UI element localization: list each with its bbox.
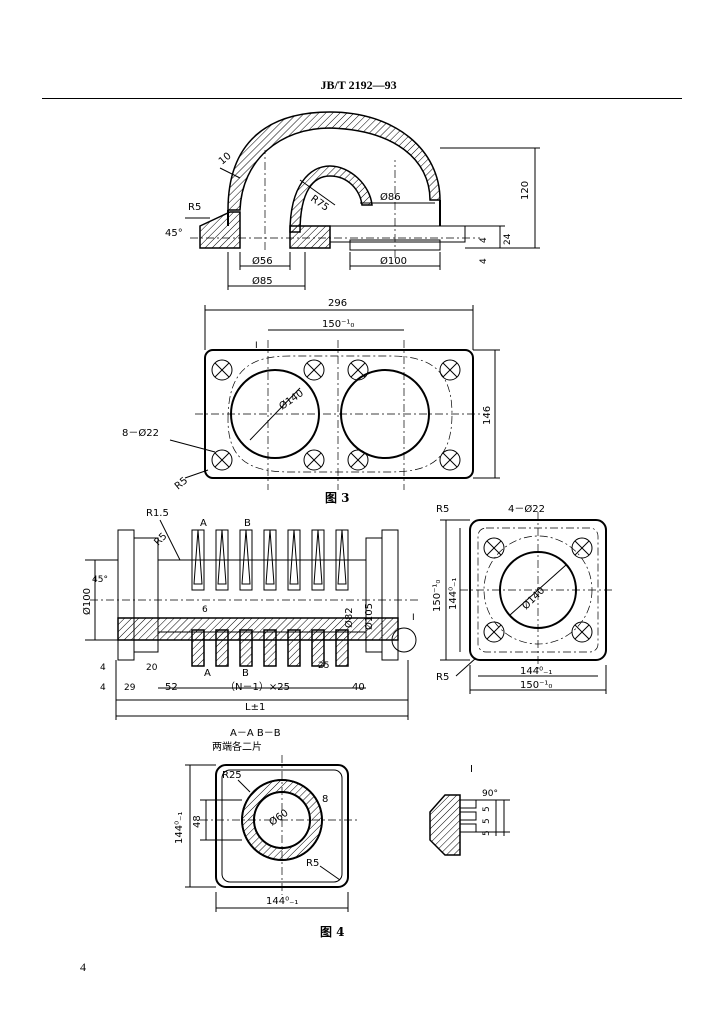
- fig4-section-h48-label: 48: [192, 815, 203, 828]
- fig4-section-w144-label: 144⁰₋₁: [266, 896, 298, 907]
- fig4-pitch-label: （N－1）×25: [225, 681, 290, 693]
- fig3-d85-label: Ø85: [252, 275, 273, 287]
- fig4-detail-mark: I: [412, 613, 415, 623]
- fig3-d86-label: Ø86: [380, 191, 401, 203]
- fig3-r75-label: R75: [308, 193, 330, 213]
- fig3-h24-label: 24: [503, 233, 513, 245]
- fig4-section-title: A－A B－B: [230, 728, 281, 739]
- fig4-d20-label: 20: [146, 663, 158, 673]
- fig4-d40-label: 40: [352, 682, 365, 693]
- fig4-d25-label: 25: [318, 661, 329, 671]
- fig3-wall-thickness: 10: [217, 151, 234, 168]
- fig4-side-view: [85, 519, 420, 720]
- fig4-detail-d5c-label: 5: [482, 830, 492, 836]
- fig3-elbow-section: [185, 111, 540, 290]
- fig4-section-subtitle: 两端各二片: [212, 740, 262, 753]
- fig4-section-b-top: B: [244, 518, 251, 529]
- fig4-section-view: [185, 755, 360, 912]
- fig4-length-label: L±1: [245, 702, 265, 713]
- fig4-angle-label: 45°: [92, 575, 108, 585]
- fig3-d100-label: Ø100: [380, 255, 407, 267]
- fig3-detail-mark: I: [255, 341, 258, 351]
- fig3-h4a-label: 4: [479, 237, 489, 243]
- fig3-plan-view: [169, 305, 500, 490]
- fig4-d6-label: 6: [202, 605, 208, 615]
- fig4-section-a-bottom: A: [204, 668, 211, 679]
- fig4-end-w150-label: 150⁻¹₀: [520, 680, 552, 691]
- fig4-section-h144-label: 144⁰₋₁: [174, 812, 185, 844]
- fig3-r5-label: R5: [188, 202, 201, 213]
- fig4-caption: 图 4: [320, 925, 345, 939]
- fig4-section-a-top: A: [200, 518, 207, 529]
- fig4-d82-label: Ø82: [343, 607, 355, 628]
- fig4-end-view: [440, 512, 615, 694]
- fig4-d4a-label: 4: [100, 663, 106, 673]
- fig4-end-d140-label: Ø140: [520, 585, 548, 613]
- fig4-detail-d5a-label: 5: [482, 806, 492, 812]
- fig4-detail-d5b-label: 5: [482, 818, 492, 824]
- fig4-section-t8-label: 8: [322, 794, 328, 805]
- fig4-section-d60-label: Ø60: [267, 807, 291, 829]
- fig3-h4b-label: 4: [479, 258, 489, 264]
- fig3-caption: 图 3: [325, 491, 350, 505]
- fig3-d56-label: Ø56: [252, 255, 273, 267]
- fig3-holes-label: 8－Ø22: [122, 427, 159, 439]
- fig4-end-holes-label: 4－Ø22: [508, 503, 545, 515]
- fig4-detail-angle-label: 90°: [482, 789, 498, 799]
- header-rule: [42, 98, 682, 99]
- fig4-end-h144-label: 144⁰₋₁: [448, 578, 459, 610]
- fig3-w150-label: 150⁻¹₀: [322, 319, 354, 330]
- standard-number: JB/T 2192—93: [320, 78, 397, 92]
- fig4-section-r25-label: R25: [222, 770, 242, 781]
- fig4-end-r5-top: R5: [436, 504, 449, 515]
- fig3-h120-label: 120: [520, 181, 531, 200]
- fig4-detail-title: I: [470, 764, 473, 775]
- fig3-h146-label: 146: [482, 406, 493, 425]
- fig3-r5-plan-label: R5: [173, 475, 190, 492]
- fig4-d4b-label: 4: [100, 683, 106, 693]
- fig4-r15-label: R1.5: [146, 508, 169, 519]
- fig4-end-h150-label: 150⁻¹₀: [432, 580, 443, 612]
- fig4-section-b-bottom: B: [242, 668, 249, 679]
- fig3-w296-label: 296: [328, 298, 347, 309]
- fig4-end-r5-bottom: R5: [436, 672, 449, 683]
- fig4-section-r5-label: R5: [306, 858, 319, 869]
- fig4-d100-label: Ø100: [81, 588, 93, 615]
- fig4-end-w144-label: 144⁰₋₁: [520, 666, 552, 677]
- page-number: 4: [80, 960, 86, 974]
- fig4-detail-view: [429, 794, 510, 856]
- fig3-d140-label: Ø140: [277, 387, 306, 412]
- fig4-d29-label: 29: [124, 683, 136, 693]
- fig3-angle-label: 45°: [165, 228, 183, 239]
- fig4-d52-label: 52: [165, 682, 178, 693]
- fig4-d105-label: Ø105: [363, 603, 375, 630]
